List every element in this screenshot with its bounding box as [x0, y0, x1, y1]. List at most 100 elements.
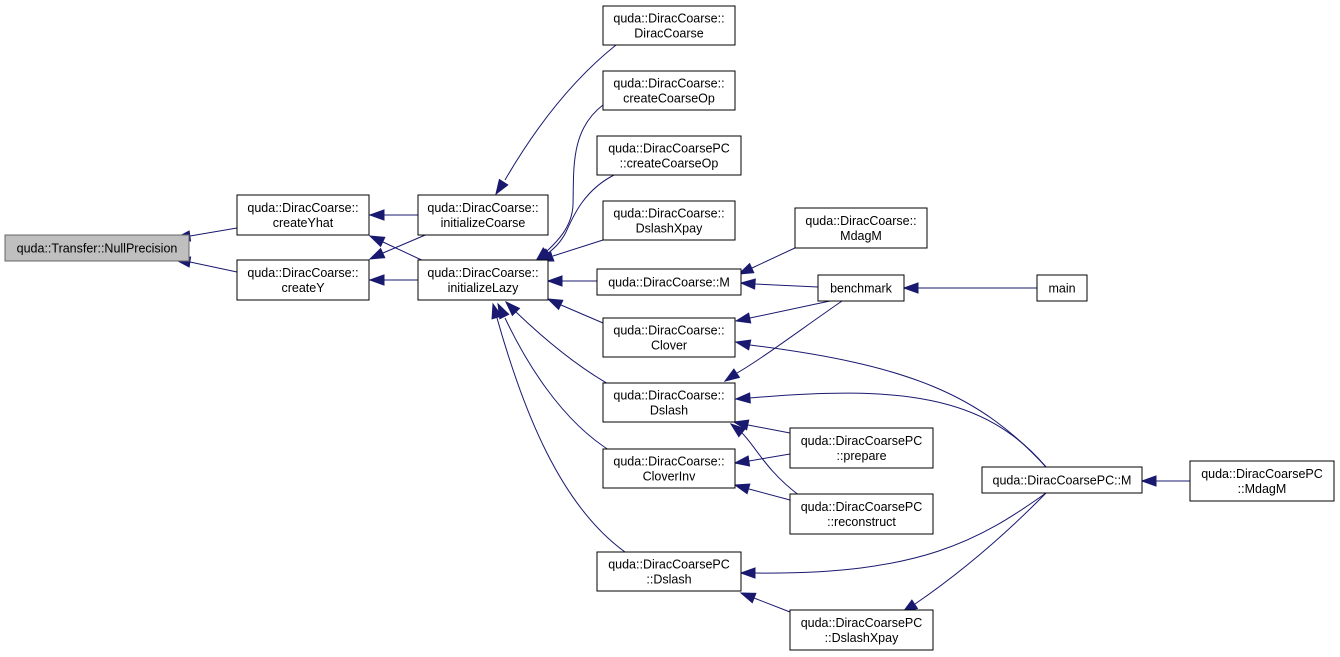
node-label: ::createCoarseOp [620, 157, 719, 171]
node-box [602, 382, 736, 423]
edge-line [914, 492, 1047, 605]
node-pc_mdagm[interactable]: quda::DiracCoarsePC::MdagM [1189, 460, 1335, 502]
node-box [602, 317, 736, 358]
edge-line [753, 597, 791, 613]
edge-mdagm-to-m [737, 246, 798, 275]
node-pc_prepare[interactable]: quda::DiracCoarsePC::prepare [789, 427, 934, 469]
node-createyhat[interactable]: quda::DiracCoarse::createYhat [236, 194, 370, 236]
node-label: createY [281, 281, 325, 295]
node-label: initializeLazy [448, 281, 520, 295]
edge-benchmark-to-m [739, 278, 819, 290]
node-label: ::reconstruct [827, 515, 896, 529]
edge-line [748, 453, 791, 462]
edge-pc_m-to-dslash [734, 392, 1047, 468]
node-label: quda::DiracCoarse:: [247, 266, 358, 280]
node-label: quda::DiracCoarse:: [427, 266, 538, 280]
edge-line [496, 317, 626, 553]
node-mdagm[interactable]: quda::DiracCoarse::MdagM [794, 207, 928, 249]
edge-m-to-initlazy [546, 275, 597, 287]
edge-line [751, 246, 798, 269]
edge-pc_m-to-pc_dslash [739, 492, 1047, 579]
node-initlazy[interactable]: quda::DiracCoarse::initializeLazy [417, 259, 549, 301]
edge-line [754, 283, 819, 288]
edge-line [754, 492, 1047, 574]
arrowhead-icon [491, 302, 503, 320]
node-box [602, 5, 736, 46]
arrowhead-icon [734, 312, 752, 324]
node-createcoarseop[interactable]: quda::DiracCoarse::createCoarseOp [602, 70, 736, 111]
node-box [602, 448, 736, 489]
edge-line [189, 227, 238, 237]
node-box [789, 427, 934, 469]
node-label: main [1048, 282, 1075, 296]
call-graph-nodes: quda::Transfer::NullPrecisionquda::Dirac… [4, 5, 1335, 651]
node-initcoarse[interactable]: quda::DiracCoarse::initializeCoarse [417, 194, 549, 236]
node-pc_createcoarseop[interactable]: quda::DiracCoarsePC::createCoarseOp [596, 135, 742, 176]
edge-pc_reconstruct-to-cloverinv [733, 483, 791, 501]
node-pc_reconstruct[interactable]: quda::DiracCoarsePC::reconstruct [789, 493, 934, 535]
arrowhead-icon [902, 282, 919, 294]
node-label: quda::DiracCoarse:: [613, 455, 724, 469]
arrowhead-icon [546, 275, 563, 287]
node-label: DiracCoarse [634, 27, 704, 41]
node-pc_m[interactable]: quda::DiracCoarsePC::M [981, 466, 1143, 494]
node-createy[interactable]: quda::DiracCoarse::createY [236, 259, 370, 301]
edge-line [515, 311, 611, 386]
node-box [596, 135, 742, 176]
node-benchmark[interactable]: benchmark [817, 274, 905, 302]
edge-line [504, 44, 617, 181]
edge-line [747, 424, 791, 434]
node-label: quda::DiracCoarse:: [247, 201, 358, 215]
node-main[interactable]: main [1036, 274, 1088, 302]
arrowhead-icon [723, 368, 741, 382]
node-label: quda::DiracCoarse:: [613, 207, 724, 221]
edge-pc_prepare-to-cloverinv [733, 453, 791, 467]
arrowhead-icon [495, 178, 509, 196]
node-label: quda::DiracCoarse::M [608, 276, 730, 290]
arrowhead-icon [368, 209, 385, 221]
node-box [981, 466, 1143, 494]
node-box [817, 274, 905, 302]
node-box [596, 551, 742, 592]
node-dslashxpay[interactable]: quda::DiracCoarse::DslashXpay [602, 200, 736, 241]
edge-pc_dslash-to-initlazy [491, 302, 626, 553]
edge-line [504, 317, 613, 453]
node-box [417, 259, 549, 301]
edge-main-to-benchmark [902, 282, 1037, 294]
node-box [4, 234, 190, 262]
node-label: quda::DiracCoarse:: [805, 214, 916, 228]
edge-initcoarse-to-createyhat [368, 209, 418, 221]
node-pc_dslash[interactable]: quda::DiracCoarsePC::Dslash [596, 551, 742, 592]
node-m[interactable]: quda::DiracCoarse::M [596, 268, 742, 296]
arrowhead-icon [368, 247, 386, 260]
arrowhead-icon [729, 423, 746, 438]
arrowhead-icon [504, 300, 521, 317]
edge-benchmark-to-clover [734, 300, 831, 324]
node-label: quda::DiracCoarse:: [613, 77, 724, 91]
node-label: createCoarseOp [623, 92, 715, 106]
node-box [602, 70, 736, 111]
node-label: DslashXpay [636, 222, 703, 236]
node-clover[interactable]: quda::DiracCoarse::Clover [602, 317, 736, 358]
node-label: Clover [651, 339, 687, 353]
node-cloverinv[interactable]: quda::DiracCoarse::CloverInv [602, 448, 736, 489]
node-label: Dslash [650, 404, 688, 418]
arrowhead-icon [546, 298, 564, 311]
edge-line [552, 239, 604, 257]
node-label: ::prepare [836, 449, 886, 463]
node-nullprecision[interactable]: quda::Transfer::NullPrecision [4, 234, 190, 262]
edge-line [545, 174, 615, 256]
node-label: quda::DiracCoarsePC [801, 500, 923, 514]
node-dslash[interactable]: quda::DiracCoarse::Dslash [602, 382, 736, 423]
node-label: quda::DiracCoarse:: [613, 324, 724, 338]
node-box [596, 268, 742, 296]
node-box [1036, 274, 1088, 302]
node-box [602, 200, 736, 241]
edge-pc_mdagm-to-pc_m [1140, 475, 1190, 487]
node-diraccoarse[interactable]: quda::DiracCoarse::DiracCoarse [602, 5, 736, 46]
edge-line [749, 392, 1047, 468]
node-label: ::DslashXpay [825, 631, 899, 645]
node-pc_dslashxpay[interactable]: quda::DiracCoarsePC::DslashXpay [789, 609, 934, 651]
node-label: benchmark [830, 282, 893, 296]
